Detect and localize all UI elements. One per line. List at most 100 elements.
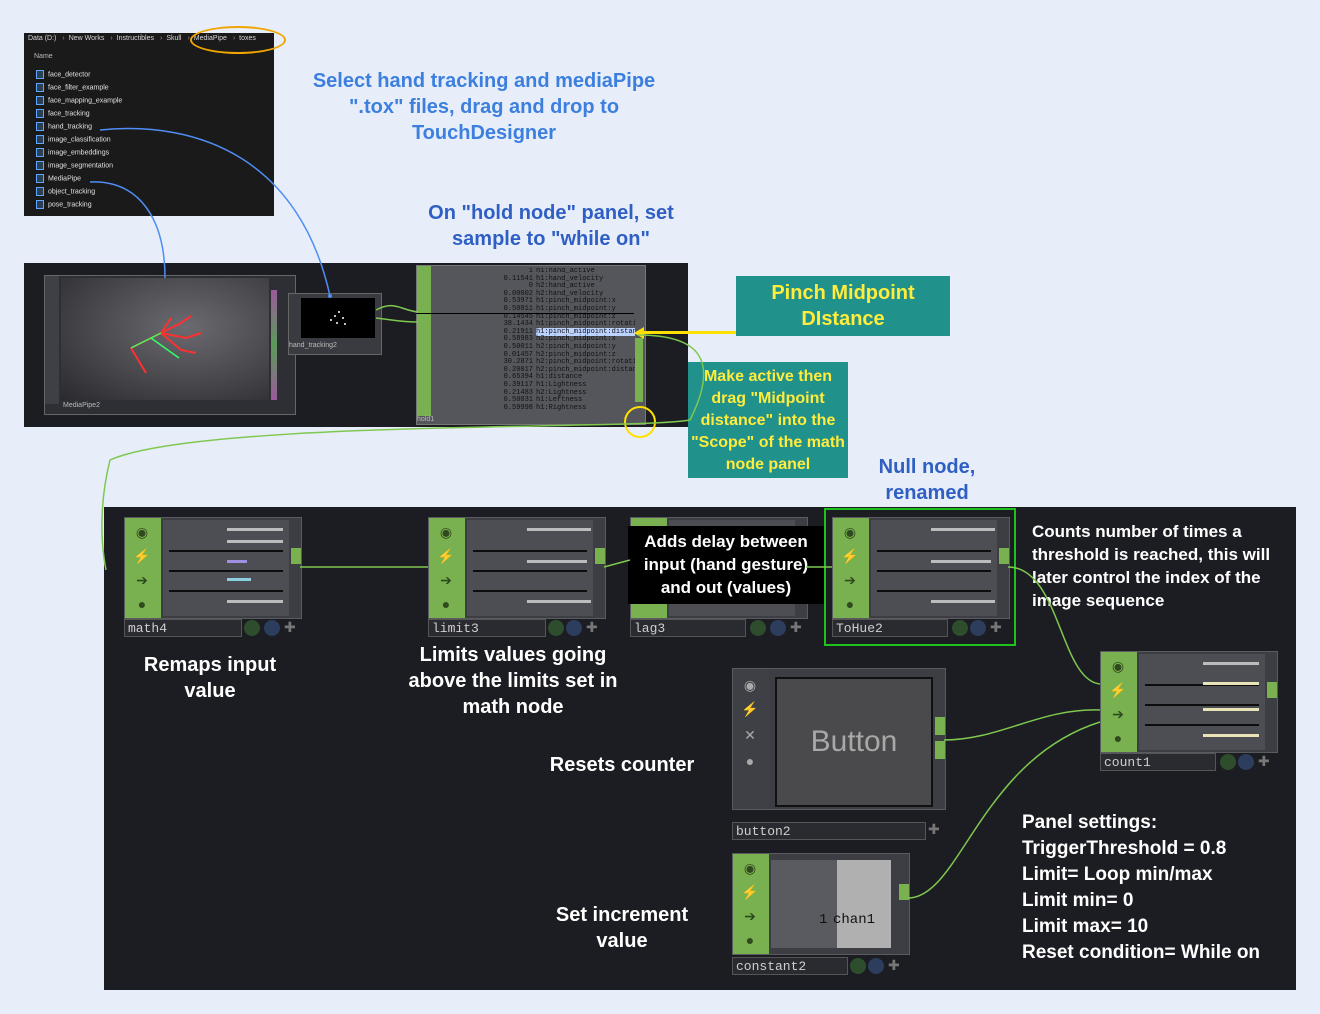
node-add-icon[interactable]: ✚ xyxy=(284,619,296,635)
channel-name[interactable]: h1:hand_velocity xyxy=(536,274,604,283)
arrow-head-icon xyxy=(634,327,644,339)
close-icon[interactable]: ✕ xyxy=(744,727,756,743)
count-node[interactable]: ◉ ⚡ ➔ ● xyxy=(1100,651,1278,753)
annotation-adds-delay: Adds delay between input (hand gesture) … xyxy=(628,526,824,604)
lock-icon[interactable]: ● xyxy=(745,932,755,948)
node-flag-icon[interactable] xyxy=(770,620,786,636)
node-flag-icon[interactable] xyxy=(952,620,968,636)
annotation-make-active: Make active then drag "Midpoint distance… xyxy=(688,362,848,478)
lock-icon[interactable]: ● xyxy=(1113,730,1123,746)
null-node[interactable]: ◉ ⚡ ➔ ● xyxy=(832,517,1010,619)
channel-name[interactable]: h2:pinch_midpoint:y xyxy=(536,342,616,351)
bypass-icon[interactable]: ⚡ xyxy=(437,548,455,564)
node-output xyxy=(935,717,945,735)
file-item[interactable]: image_classification xyxy=(36,135,111,147)
node-flag-icon[interactable] xyxy=(566,620,582,636)
arrow-right-icon[interactable]: ➔ xyxy=(744,908,756,924)
viewer-toggle-icon[interactable]: ◉ xyxy=(743,860,757,876)
tox-file-icon xyxy=(36,70,44,79)
constant-node-label[interactable]: constant2 xyxy=(732,957,848,975)
limit-node[interactable]: ◉ ⚡ ➔ ● xyxy=(428,517,606,619)
node-flag-icon[interactable] xyxy=(1238,754,1254,770)
bypass-icon[interactable]: ⚡ xyxy=(133,548,151,564)
node-flag-icon[interactable] xyxy=(264,620,280,636)
mediapipe-node[interactable]: MediaPipe2 xyxy=(44,275,296,415)
lock-icon[interactable]: ● xyxy=(745,753,755,769)
file-item[interactable]: image_embeddings xyxy=(36,148,109,160)
lock-icon[interactable]: ● xyxy=(441,596,451,612)
bypass-icon[interactable]: ⚡ xyxy=(1109,682,1127,698)
node-flag-icon[interactable] xyxy=(850,958,866,974)
breadcrumb-item[interactable]: Data (D:) xyxy=(28,35,57,42)
arrow-right-icon[interactable]: ➔ xyxy=(440,572,452,588)
channel-name[interactable]: h2:pinch_midpoint:rotation xyxy=(536,358,635,367)
count-node-label[interactable]: count1 xyxy=(1100,753,1216,771)
bypass-icon[interactable]: ⚡ xyxy=(841,548,859,564)
hand-tracking-node[interactable]: hand_tracking2 xyxy=(288,293,382,355)
node-flag-icon[interactable] xyxy=(868,958,884,974)
lag-node-label[interactable]: lag3 xyxy=(630,619,746,637)
viewer-toggle-icon[interactable]: ◉ xyxy=(1111,658,1125,674)
file-item[interactable]: face_filter_example xyxy=(36,83,109,95)
lock-icon[interactable]: ● xyxy=(845,596,855,612)
node-add-icon[interactable]: ✚ xyxy=(586,619,598,635)
file-item-hand-tracking[interactable]: hand_tracking xyxy=(36,122,92,134)
channel-name[interactable]: h1:Rightness xyxy=(536,403,587,412)
node-flag-icon[interactable] xyxy=(1220,754,1236,770)
arrow-right-icon[interactable]: ➔ xyxy=(136,572,148,588)
viewer-toggle-icon[interactable]: ◉ xyxy=(743,677,757,693)
node-flag-icon[interactable] xyxy=(548,620,564,636)
file-item[interactable]: image_segmentation xyxy=(36,161,113,173)
node-flag-icon[interactable] xyxy=(750,620,766,636)
channel-viewer xyxy=(871,520,997,616)
button-node-label[interactable]: button2 xyxy=(732,822,926,840)
bypass-icon[interactable]: ⚡ xyxy=(741,701,759,717)
button-widget[interactable]: Button xyxy=(775,677,933,807)
file-item[interactable]: face_mapping_example xyxy=(36,96,122,108)
file-item[interactable]: face_tracking xyxy=(36,109,90,121)
node-add-icon[interactable]: ✚ xyxy=(1258,753,1270,769)
channel-name[interactable]: h1:pinch_midpoint:rotation xyxy=(536,320,635,329)
node-add-icon[interactable]: ✚ xyxy=(790,619,802,635)
viewer-toggle-icon[interactable]: ◉ xyxy=(135,524,149,540)
file-item[interactable]: object_tracking xyxy=(36,187,95,199)
breadcrumb-item[interactable]: Instructibles xyxy=(116,35,155,42)
channel-name[interactable]: h2:hand_velocity xyxy=(536,289,604,298)
arrow-right-icon[interactable]: ➔ xyxy=(844,572,856,588)
file-item[interactable]: face_detector xyxy=(36,70,90,82)
channel-name[interactable]: h1:hand_active xyxy=(536,268,595,275)
null-node-label[interactable]: ToHue2 xyxy=(832,619,948,637)
node-add-icon[interactable]: ✚ xyxy=(990,619,1002,635)
channel-name[interactable]: h2:hand_active xyxy=(536,282,595,291)
channel-name[interactable]: h1:pinch_midpoint:y xyxy=(536,304,616,313)
node-flag-icon[interactable] xyxy=(244,620,260,636)
tox-file-icon xyxy=(36,96,44,105)
file-item[interactable]: pose_tracking xyxy=(36,200,92,212)
column-header-name[interactable]: Name xyxy=(34,53,53,60)
lock-icon[interactable]: ● xyxy=(137,596,147,612)
channel-name[interactable]: h1:pinch_midpoint:x xyxy=(536,297,616,306)
math-node-label[interactable]: math4 xyxy=(124,619,242,637)
math-node[interactable]: ◉ ⚡ ➔ ● xyxy=(124,517,302,619)
channel-name[interactable]: h1:Lightness xyxy=(536,380,587,389)
bypass-icon[interactable]: ⚡ xyxy=(741,884,759,900)
channel-name[interactable]: h1:Leftness xyxy=(536,396,583,405)
file-item-mediapipe[interactable]: MediaPipe xyxy=(36,174,81,186)
channel-name[interactable]: h1:pinch_midpoint:distance xyxy=(536,327,635,336)
channel-name[interactable]: h1:pinch_midpoint:z xyxy=(536,312,616,321)
button-node[interactable]: ◉ ⚡ ✕ ● Button xyxy=(732,668,946,810)
breadcrumb-item[interactable]: Skull xyxy=(166,35,182,42)
viewer-toggle-icon[interactable]: ◉ xyxy=(439,524,453,540)
arrow-right-icon[interactable]: ➔ xyxy=(1112,706,1124,722)
annotation-null-node: Null node, renamed xyxy=(878,456,976,504)
limit-node-label[interactable]: limit3 xyxy=(428,619,546,637)
viewer-toggle-icon[interactable]: ◉ xyxy=(843,524,857,540)
node-add-icon[interactable]: ✚ xyxy=(928,821,940,837)
constant-node[interactable]: ◉ ⚡ ➔ ● 1 chan1 xyxy=(732,853,910,955)
node-add-icon[interactable]: ✚ xyxy=(888,957,900,973)
node-flag-icon[interactable] xyxy=(970,620,986,636)
breadcrumb-item[interactable]: New Works xyxy=(68,35,105,42)
